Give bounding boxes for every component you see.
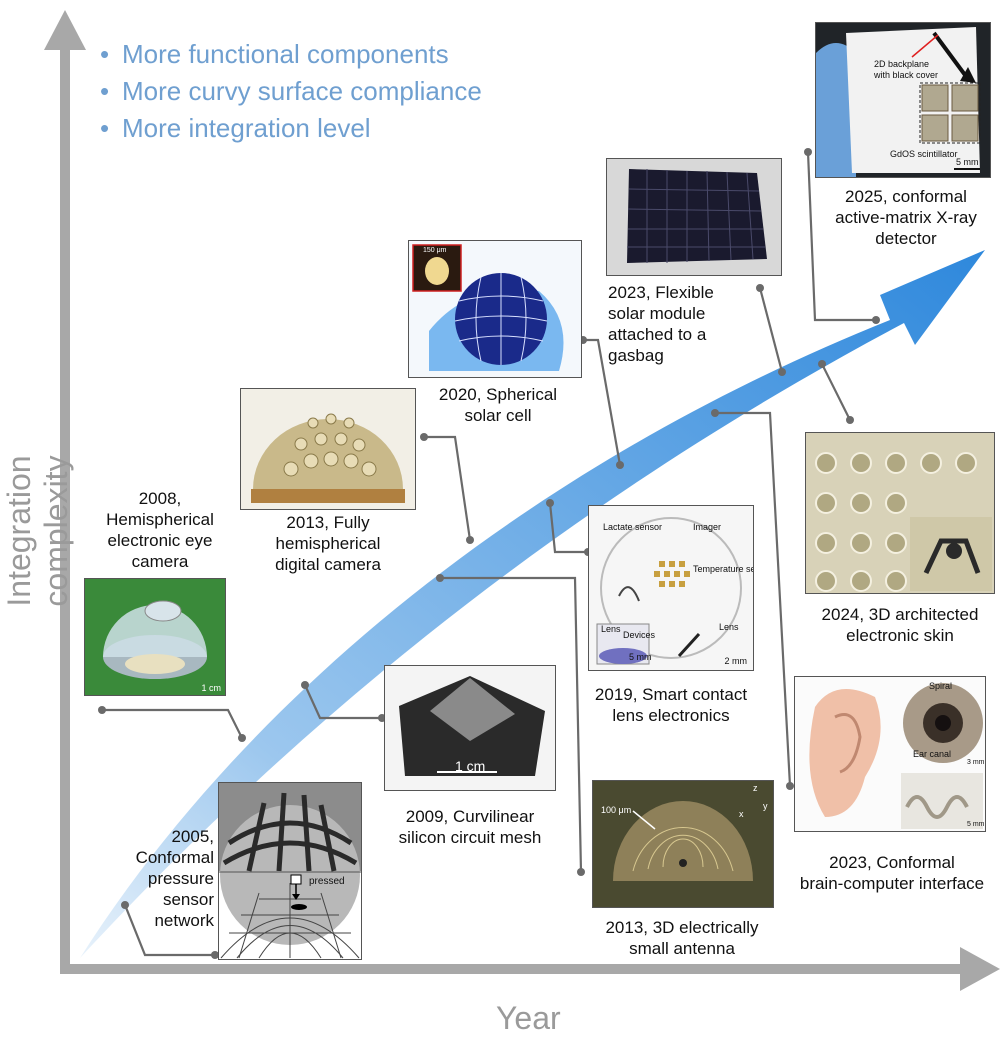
caption-2009: 2009, Curvilinear silicon circuit mesh: [398, 807, 542, 847]
photo-flexible-solar-module: [606, 158, 782, 276]
photo-electronic-eye-camera: 1 cm: [84, 578, 226, 696]
photo-brain-computer-interface: Spiral Ear canal 3 mm 5 mm: [794, 676, 986, 832]
label-2d-backplane: 2D backplane: [874, 59, 930, 69]
caption-2008: 2008, Hemispherical electronic eye camer…: [106, 489, 214, 571]
y-axis: [44, 10, 86, 974]
scale-bar-2009: 1 cm: [455, 758, 486, 774]
electronic-skin-illustration: [815, 452, 992, 592]
bullet-item: •More curvy surface compliance: [100, 76, 482, 106]
photo-electronic-skin: [805, 432, 995, 594]
pressed-label: pressed: [309, 876, 345, 887]
photo-spherical-solar-cell: 150 μm: [408, 240, 582, 378]
scale-bar-2013-antenna: 100 μm: [601, 805, 632, 815]
label-devices: Devices: [623, 630, 656, 640]
caption-2025: 2025, conformal active-matrix X-ray dete…: [835, 187, 977, 248]
antenna-illustration: [613, 801, 753, 881]
caption-2019: 2019, Smart contact lens electronics: [594, 685, 748, 725]
scale-bar-2008: 1 cm: [201, 683, 221, 693]
bullet-list: •More functional components •More curvy …: [100, 36, 482, 147]
label-ear-canal: Ear canal: [913, 749, 952, 759]
digital-camera-illustration: [251, 413, 405, 503]
x-axis: [60, 947, 1000, 991]
photo-x-ray-detector: 2D backplane with black cover GdOS scint…: [815, 22, 991, 178]
axis-x: x: [739, 809, 744, 819]
axis-y: y: [763, 801, 768, 811]
y-axis-label: Integration complexity: [1, 455, 74, 607]
caption-2023-bci: 2023, Conformal brain-computer interface: [799, 853, 985, 893]
scale-bar-2020: 150 μm: [423, 247, 447, 254]
scale-bar-2019-inset: 5 mm: [629, 652, 652, 662]
caption-2013-camera: 2013, Fully hemispherical digital camera: [275, 513, 381, 574]
photo-hemispherical-digital-camera: [240, 388, 416, 510]
connector-lines: [102, 151, 876, 957]
scale-bar-2023-bci-inset: 5 mm: [967, 821, 985, 828]
bullet-item: •More integration level: [100, 113, 371, 143]
solar-module-illustration: [627, 169, 767, 263]
photo-silicon-circuit-mesh: 1 cm: [384, 665, 556, 791]
label-temperature-sensor: Temperature sensor: [693, 564, 753, 574]
caption-2013-antenna: 2013, 3D electrically small antenna: [605, 918, 759, 958]
scale-bar-2025: 5 mm: [956, 157, 979, 167]
caption-2020: 2020, Spherical solar cell: [438, 385, 558, 425]
photo-smart-contact-lens: Lactate sensor Imager Temperature sensor…: [588, 505, 754, 671]
ear-illustration: [809, 683, 983, 829]
photo-electrically-small-antenna: 100 μm z x y: [592, 780, 774, 908]
axis-z: z: [753, 783, 758, 793]
label-imager: Imager: [693, 522, 722, 532]
caption-2024: 2024, 3D architected electronic skin: [821, 605, 979, 645]
label-lactate-sensor: Lactate sensor: [603, 522, 663, 532]
caption-2005: 2005, Conformal pressure sensor network: [135, 827, 214, 930]
label-inset-lens: Lens: [601, 624, 621, 634]
caption-2023-solar: 2023, Flexible solar module attached to …: [608, 283, 714, 365]
label-gdos-scintillator: GdOS scintillator: [890, 149, 958, 159]
label-black-cover: with black cover: [874, 70, 939, 80]
circuit-mesh-illustration: [399, 676, 545, 776]
photo-pressure-sensor: pressed: [218, 782, 362, 960]
contact-lens-illustration: [596, 517, 742, 665]
label-lens: Lens: [719, 622, 739, 632]
eye-camera-illustration: [103, 600, 207, 679]
trend-arrow: [80, 250, 985, 958]
solar-cell-illustration: [412, 244, 564, 371]
connector-dots: [98, 148, 880, 959]
label-spiral: Spiral: [929, 681, 953, 691]
pressure-sensor-illustration: [219, 783, 361, 959]
scale-bar-2023-bci: 3 mm: [967, 759, 985, 766]
x-ray-detector-illustration: [816, 23, 990, 177]
bullet-item: •More functional components: [100, 39, 449, 69]
x-axis-label: Year: [496, 1000, 561, 1036]
scale-bar-2019: 2 mm: [724, 656, 748, 666]
